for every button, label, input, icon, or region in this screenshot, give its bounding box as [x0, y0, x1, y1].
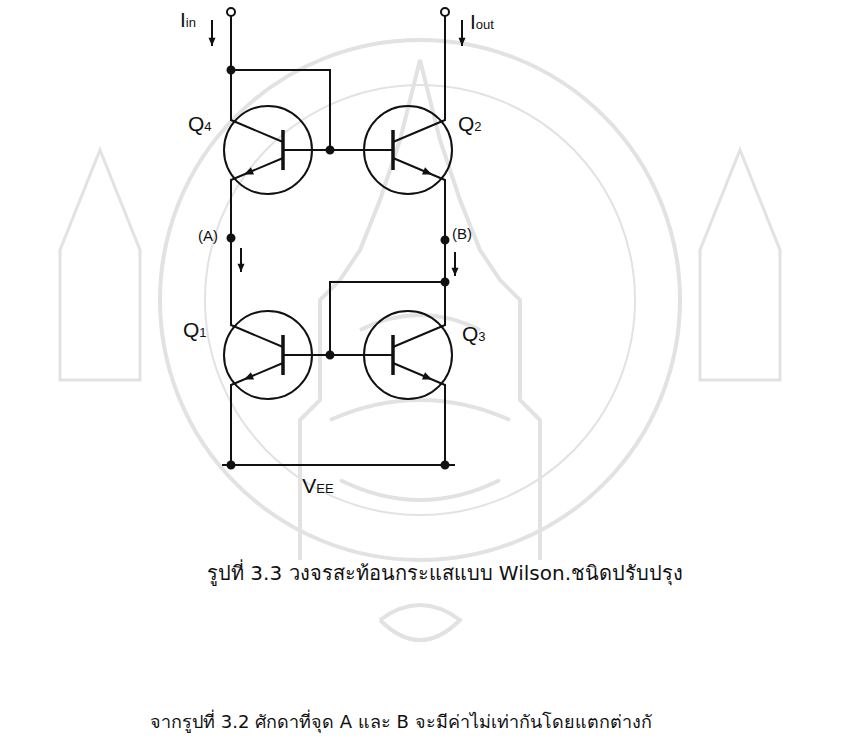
- arrowhead: [422, 167, 432, 174]
- arrowhead: [422, 372, 432, 379]
- junction-dot: [327, 147, 334, 154]
- base-line: [283, 354, 393, 356]
- arrowhead: [244, 167, 254, 174]
- supply-label: VEE: [302, 474, 333, 497]
- wire: [230, 210, 232, 295]
- emitter-lead: [231, 363, 283, 415]
- junction-dot: [442, 237, 449, 244]
- arrowhead: [244, 372, 254, 379]
- supply-rail: [222, 464, 455, 466]
- transistor-name: Q2: [458, 112, 482, 135]
- arrowhead: [458, 38, 465, 46]
- terminal: [441, 8, 449, 16]
- wire: [230, 16, 232, 90]
- node-name: (A): [198, 228, 218, 245]
- base-line: [283, 149, 393, 151]
- wilson-current-mirror: [208, 8, 465, 469]
- collector-lead: [393, 90, 445, 142]
- terminal: [227, 8, 235, 16]
- collector-lead: [231, 90, 283, 142]
- emitter-lead: [393, 363, 445, 415]
- transistor-name: Q3: [462, 322, 486, 345]
- node-name: (B): [452, 226, 472, 243]
- transistor-name: Q1: [183, 318, 207, 341]
- body-text: จากรูปที่ 3.2 ศักดาที่จุด A และ B จะมีค่…: [150, 712, 652, 732]
- wire: [444, 16, 446, 90]
- emitter-lead: [393, 158, 445, 210]
- current-label: Iout: [470, 10, 494, 33]
- transistor-name: Q4: [188, 112, 212, 135]
- wire: [230, 415, 232, 465]
- figure-caption: รูปที่ 3.3 วงจรสะท้อนกระแสแบบ Wilson.ชนิ…: [207, 562, 683, 584]
- wire: [444, 415, 446, 465]
- junction-dot: [442, 462, 449, 469]
- watermark-seal: [60, 40, 780, 640]
- arrowhead: [208, 38, 215, 46]
- arrowhead: [237, 264, 244, 272]
- arrowhead: [451, 268, 458, 276]
- collector-lead: [393, 295, 445, 347]
- emitter-lead: [231, 158, 283, 210]
- collector-lead: [231, 295, 283, 347]
- wire: [231, 70, 330, 150]
- junction-dot: [228, 462, 235, 469]
- junction-dot: [228, 235, 235, 242]
- wire: [330, 282, 445, 355]
- current-label: Iin: [180, 8, 196, 31]
